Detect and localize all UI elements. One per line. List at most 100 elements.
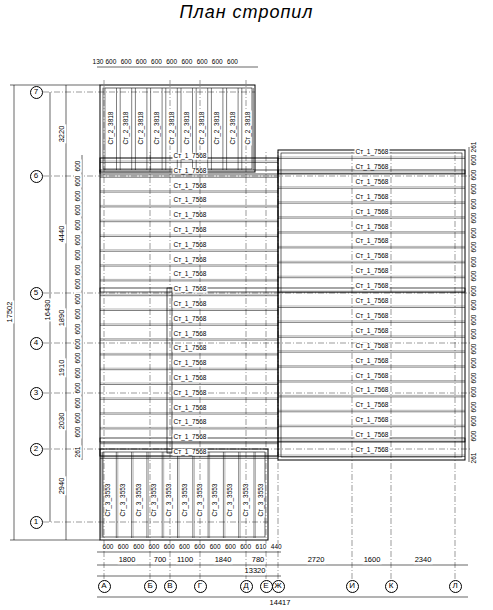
stroke <box>100 399 278 400</box>
left-block-outline <box>100 158 278 456</box>
dimension: 1890 <box>58 309 66 328</box>
stroke <box>116 88 117 170</box>
stroke <box>148 452 149 538</box>
stroke <box>278 292 465 293</box>
axis-letter: В <box>167 582 172 590</box>
rafter-mark: Ст_1_7568 <box>173 360 208 367</box>
stroke <box>238 452 239 538</box>
dimension: 600 <box>75 234 82 247</box>
stroke <box>100 414 278 415</box>
stroke <box>100 177 278 178</box>
dimension: 2340 <box>414 556 433 564</box>
stroke <box>100 427 278 428</box>
stroke <box>278 291 465 292</box>
dimension: 700 <box>153 556 168 564</box>
stroke <box>278 410 465 411</box>
rafter-mark: Ст_1_7568 <box>355 328 390 335</box>
dimension: 600 <box>75 248 82 261</box>
dimension: 600 <box>471 429 478 442</box>
stroke <box>194 452 195 538</box>
stroke <box>43 92 255 93</box>
axis-letter: А <box>101 582 106 590</box>
axis-letter: Б <box>147 582 152 590</box>
stroke <box>278 395 465 396</box>
stroke <box>100 220 278 221</box>
rafter-mark: Ст_1_7568 <box>173 256 208 263</box>
stroke <box>209 452 210 538</box>
stroke <box>278 246 465 247</box>
stroke <box>100 294 278 295</box>
stroke <box>278 322 465 323</box>
axis-letter: 7 <box>34 88 38 96</box>
stroke <box>100 175 278 176</box>
dimension: 600 <box>75 263 82 276</box>
stroke <box>278 396 465 397</box>
stroke <box>100 397 278 398</box>
stroke <box>254 452 255 538</box>
dimension: 600 <box>75 322 82 335</box>
rafter-mark: Ст_1_7568 <box>355 164 390 171</box>
stroke <box>278 426 465 427</box>
dimension: 600 <box>75 293 82 306</box>
dimension: 600 <box>75 382 82 395</box>
rafter-mark: Ст_1_7568 <box>355 179 390 186</box>
stroke <box>100 323 278 324</box>
stroke <box>43 343 470 344</box>
dimension: 600 <box>471 284 478 297</box>
stroke <box>133 452 134 538</box>
stroke <box>241 88 242 170</box>
rafter-mark: Ст_1_7568 <box>173 390 208 397</box>
axis-letter: Д <box>243 582 248 590</box>
stroke <box>101 452 102 538</box>
stroke <box>100 190 278 191</box>
stroke <box>179 452 180 538</box>
rafter-mark: Ст_1_7568 <box>173 197 208 204</box>
dimension-lines <box>10 67 469 597</box>
dimension: 17502 <box>6 301 14 324</box>
dimension: 600 <box>196 59 209 66</box>
stroke <box>278 216 465 217</box>
stroke <box>278 380 465 381</box>
dimension: 130 <box>92 59 105 66</box>
rafter-mark: Ст_1_7568 <box>355 402 390 409</box>
axis-letter: Ж <box>274 582 281 590</box>
stroke <box>100 192 278 193</box>
rafter-mark: Ст_1_7568 <box>173 330 208 337</box>
dimension: 600 <box>75 278 82 291</box>
axis-letter: Л <box>452 582 457 590</box>
axis-bubble: Л <box>449 580 462 593</box>
rafter-mark: Ст_3_3553 <box>227 483 234 518</box>
stroke <box>223 452 224 538</box>
rafter-mark: Ст_1_7568 <box>355 387 390 394</box>
stroke <box>100 369 278 370</box>
stroke <box>253 88 254 170</box>
rafter-mark: Ст_1_7568 <box>355 298 390 305</box>
stroke <box>43 176 470 177</box>
stroke <box>278 247 465 248</box>
stroke <box>278 188 465 189</box>
axis-bubble: 6 <box>30 170 43 183</box>
rafter-mark: Ст_3_3553 <box>120 483 127 518</box>
dimension: 600 <box>471 357 478 370</box>
rafter-mark: Ст_3_3553 <box>197 483 204 518</box>
rafter-mark: Ст_3_3553 <box>135 483 142 518</box>
rafter-mark: Ст_1_7568 <box>355 432 390 439</box>
stroke <box>278 158 465 159</box>
rafter-mark: Ст_1_7568 <box>173 168 208 175</box>
dimension: 600 <box>209 544 222 551</box>
axis-letter: 6 <box>34 172 38 180</box>
axis-bubble: 4 <box>30 337 43 350</box>
stroke <box>278 203 465 204</box>
dimension: 610 <box>255 544 268 551</box>
stroke <box>146 88 147 170</box>
dimension: 600 <box>163 544 176 551</box>
dimension: 600 <box>471 415 478 428</box>
rafter-mark: Ст_3_3553 <box>151 483 158 518</box>
dimension: 600 <box>75 352 82 365</box>
dimension: 1800 <box>118 556 137 564</box>
stroke <box>100 235 278 236</box>
stroke <box>278 306 465 307</box>
rafter-mark: Ст_1_7568 <box>173 153 208 160</box>
stroke <box>455 150 456 579</box>
dimension: 3220 <box>58 125 66 144</box>
